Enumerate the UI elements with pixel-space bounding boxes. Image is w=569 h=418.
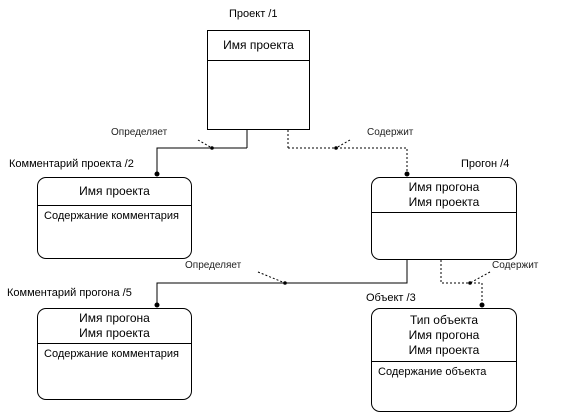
entity-title-project: Проект /1 — [229, 8, 278, 20]
key-attribute: Имя прогона — [408, 180, 480, 194]
key-attribute: Имя прогона — [408, 327, 480, 342]
connector-to-object — [440, 260, 483, 303]
rel-label-run-contains: Содержит — [492, 260, 539, 271]
entity-title-project-comment: Комментарий проекта /2 — [9, 158, 134, 170]
entity-run-keys: Имя прогона Имя проекта — [371, 177, 517, 213]
connector-to-run-comment — [156, 260, 408, 303]
entity-project-comment[interactable]: Имя проекта Содержание комментария — [37, 177, 192, 259]
key-attribute: Тип объекта — [409, 312, 479, 327]
entity-run-comment-attrs: Содержание комментария — [37, 344, 192, 400]
entity-project[interactable]: Имя проекта — [207, 30, 310, 130]
entity-run-attrs — [371, 213, 517, 260]
entity-project-comment-attrs: Содержание комментария — [37, 206, 192, 259]
attribute: Содержание комментария — [44, 210, 179, 222]
entity-run[interactable]: Имя прогона Имя проекта — [371, 177, 517, 260]
entity-title-run-comment: Комментарий прогона /5 — [7, 287, 132, 299]
key-attribute: Имя проекта — [79, 326, 150, 340]
label-anchor-dot — [334, 146, 338, 150]
entity-title-run: Прогон /4 — [461, 158, 510, 170]
entity-object-attrs: Содержание объекта — [371, 362, 517, 412]
connector-to-run — [288, 147, 408, 172]
entity-object-keys: Тип объекта Имя прогона Имя проекта — [371, 308, 517, 362]
key-attribute: Имя проекта — [408, 195, 480, 209]
entity-run-comment[interactable]: Имя прогона Имя проекта Содержание комме… — [37, 308, 192, 400]
attribute: Содержание комментария — [44, 348, 179, 360]
rel-label-run-defines: Определяет — [185, 260, 242, 271]
entity-project-comment-keys: Имя проекта — [37, 177, 192, 206]
entity-project-attrs — [207, 61, 310, 130]
rel-label-project-defines: Определяет — [111, 127, 168, 138]
label-anchor-dot — [283, 281, 287, 285]
label-anchor-dot — [210, 146, 214, 150]
key-attribute: Имя проекта — [408, 342, 480, 357]
entity-title-object: Объект /3 — [366, 292, 416, 304]
entity-object[interactable]: Тип объекта Имя прогона Имя проекта Соде… — [371, 308, 517, 412]
cardinality-dot — [154, 302, 160, 308]
cardinality-dot — [154, 171, 160, 177]
key-attribute: Имя проекта — [223, 38, 294, 52]
leader-contains-2 — [469, 271, 491, 284]
connector-to-project-comment — [156, 147, 247, 172]
leader-contains-1 — [335, 139, 351, 149]
cardinality-dot — [479, 302, 485, 308]
label-anchor-dot — [468, 281, 472, 285]
entity-project-keys: Имя проекта — [207, 30, 310, 61]
leader-defines-2 — [257, 271, 286, 284]
attribute: Содержание объекта — [378, 366, 487, 378]
key-attribute: Имя проекта — [79, 184, 150, 198]
cardinality-dot — [404, 171, 410, 177]
leader-defines-1 — [197, 139, 213, 149]
rel-label-project-contains: Содержит — [367, 127, 414, 138]
entity-run-comment-keys: Имя прогона Имя проекта — [37, 308, 192, 344]
key-attribute: Имя прогона — [79, 311, 150, 325]
